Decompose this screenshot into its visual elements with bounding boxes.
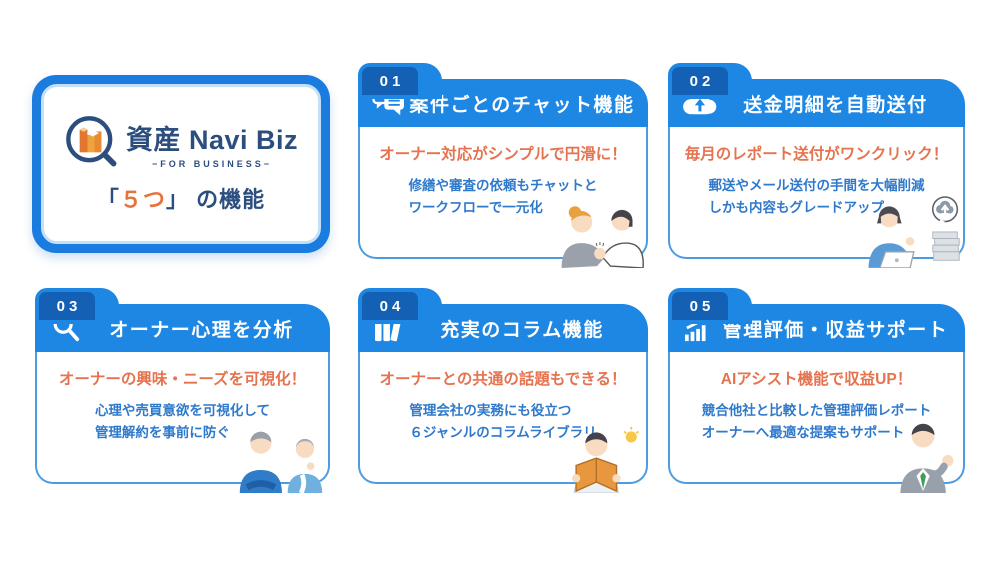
card-03-headline: オーナーの興味・ニーズを可視化！ (58, 371, 307, 388)
businessman-illustration (887, 419, 963, 498)
feature-card-04: 04 充実のコラム機能 オーナーとの共通の話題もできる！ 管理会社の実務にも役立… (358, 288, 648, 494)
card-01-description: 修繕や審査の依頼もチャットとワークフローで一元化 (408, 178, 598, 215)
card-01-header: 案件ごとのチャット機能 (358, 79, 648, 127)
brand-card: 資産 Navi Biz −FOR BUSINESS− 「５つ」 の機能 (32, 75, 330, 253)
card-02-title: 送金明細を自動送付 (743, 94, 928, 116)
card-03-body: オーナーの興味・ニーズを可視化！ 心理や売買意欲を可視化して管理解約を事前に防ぐ (35, 352, 330, 484)
card-01-headline: オーナー対応がシンプルで円滑に！ (379, 146, 627, 163)
laptop-upload-illustration (859, 194, 963, 273)
card-02-body: 毎月のレポート送付がワンクリック！ 郵送やメール送付の手間を大幅削減しかも内容も… (668, 127, 965, 259)
card-05-body: AIアシスト機能で収益UP！ 競合他社と比較した管理評価レポートオーナーへ最適な… (668, 352, 965, 484)
card-02-headline: 毎月のレポート送付がワンクリック！ (684, 146, 949, 163)
feature-card-01: 01 案件ごとのチャット機能 オーナー対応がシンプルで円滑に！ 修繕や審査の依頼… (358, 63, 648, 269)
card-02-number-badge: 02 (672, 67, 728, 95)
card-05-number-badge: 05 (672, 292, 728, 320)
card-03-number-badge: 03 (39, 292, 95, 320)
card-01-number-badge: 01 (362, 67, 418, 95)
feature-card-02: 02 送金明細を自動送付 毎月のレポート送付がワンクリック！ 郵送やメール送付の… (668, 63, 965, 269)
card-04-headline: オーナーとの共通の話題もできる！ (379, 371, 627, 388)
card-02-description: 郵送やメール送付の手間を大幅削減しかも内容もグレードアップ (708, 178, 925, 215)
brand-row: 資産 Navi Biz −FOR BUSINESS− (64, 114, 298, 173)
owners-illustration (232, 424, 328, 498)
card-04-number-badge: 04 (362, 292, 418, 320)
brand-card-inner: 資産 Navi Biz −FOR BUSINESS− 「５つ」 の機能 (41, 84, 321, 244)
brand-subtitle: −FOR BUSINESS− (151, 159, 272, 169)
brand-tagline: 「５つ」 の機能 (96, 187, 266, 212)
card-05-description: 競合他社と比較した管理評価レポートオーナーへ最適な提案もサポート (701, 403, 932, 440)
card-04-title: 充実のコラム機能 (440, 319, 604, 341)
card-02-header: 送金明細を自動送付 (668, 79, 965, 127)
card-01-title: 案件ごとのチャット機能 (409, 94, 635, 116)
handshake-illustration (550, 199, 646, 273)
tagline-highlight: ５つ (119, 187, 166, 212)
card-05-header: 管理評価・収益サポート (668, 304, 965, 352)
feature-card-03: 03 オーナー心理を分析 オーナーの興味・ニーズを可視化！ 心理や売買意欲を可視… (35, 288, 330, 495)
reading-illustration (554, 425, 646, 498)
card-03-title: オーナー心理を分析 (109, 319, 294, 341)
card-01-body: オーナー対応がシンプルで円滑に！ 修繕や審査の依頼もチャットとワークフローで一元… (358, 127, 648, 259)
magnifier-buildings-icon (64, 114, 118, 173)
card-05-title: 管理評価・収益サポート (722, 319, 949, 341)
card-03-description: 心理や売買意欲を可視化して管理解約を事前に防ぐ (94, 403, 271, 440)
card-05-headline: AIアシスト機能で収益UP！ (720, 371, 913, 388)
feature-card-05: 05 管理評価・収益サポート AIアシスト機能で収益UP！ 競合他社と比較した管… (668, 288, 965, 493)
brand-name: 資産 Navi Biz (125, 125, 299, 155)
